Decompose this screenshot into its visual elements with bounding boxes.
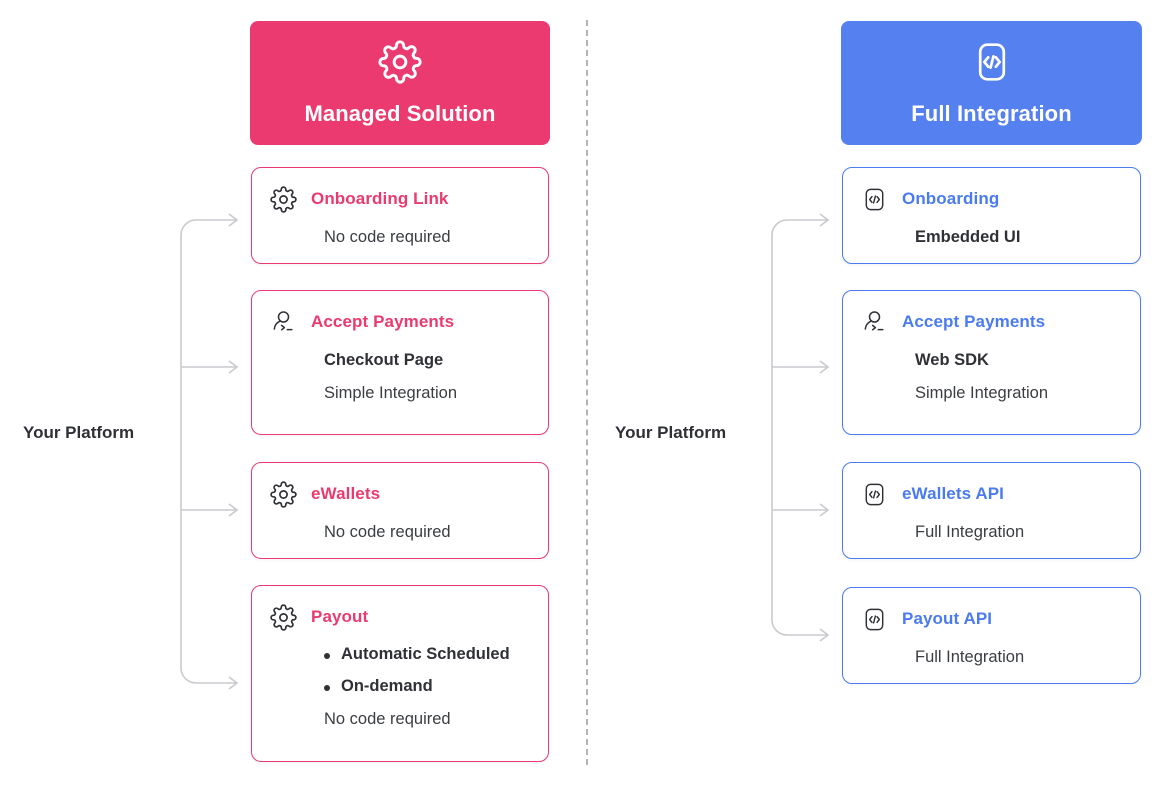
managed-solution-header[interactable]: Managed Solution <box>250 21 550 145</box>
your-platform-label-left: Your Platform <box>23 423 135 442</box>
card-payout-managed[interactable]: Payout Automatic Scheduled On-demand No … <box>251 585 549 762</box>
card-header: eWallets API <box>859 479 1122 509</box>
card-line: Embedded UI <box>915 228 1021 246</box>
card-accept-payments-full[interactable]: Accept Payments Web SDK Simple Integrati… <box>842 290 1141 435</box>
card-title: Onboarding Link <box>311 189 449 208</box>
card-body: Web SDK Simple Integration <box>859 351 1122 403</box>
right-arrow-3 <box>819 503 830 517</box>
card-body: No code required <box>268 523 530 542</box>
full-integration-header[interactable]: Full Integration <box>841 21 1142 145</box>
left-arrow-2 <box>228 360 239 374</box>
card-onboarding-full[interactable]: Onboarding Embedded UI <box>842 167 1141 264</box>
card-title: Onboarding <box>902 189 1000 208</box>
right-arrow-2 <box>819 360 830 374</box>
card-header: Accept Payments <box>268 307 530 337</box>
card-header: Payout API <box>859 604 1122 634</box>
card-accept-payments-managed[interactable]: Accept Payments Checkout Page Simple Int… <box>251 290 549 435</box>
card-header: Accept Payments <box>859 307 1122 337</box>
code-icon <box>970 40 1014 89</box>
code-icon <box>859 604 889 634</box>
card-header: Onboarding <box>859 184 1122 214</box>
card-title: eWallets API <box>902 484 1004 503</box>
gear-icon <box>378 39 422 89</box>
gear-icon <box>268 479 298 509</box>
card-line: No code required <box>324 228 451 246</box>
card-line: Full Integration <box>915 648 1025 666</box>
gear-icon <box>268 602 298 632</box>
right-arrow-4 <box>819 628 830 642</box>
card-body: Embedded UI <box>859 228 1122 247</box>
gear-icon <box>268 184 298 214</box>
card-line: Simple Integration <box>324 384 457 402</box>
left-branch-1 <box>180 219 236 252</box>
your-platform-label-right: Your Platform <box>615 423 727 442</box>
list-item: On-demand <box>324 677 530 696</box>
card-onboarding-link[interactable]: Onboarding Link No code required <box>251 167 549 264</box>
left-arrow-1 <box>228 213 239 227</box>
card-body: No code required <box>268 228 530 247</box>
card-title: Payout API <box>902 609 993 628</box>
user-terminal-icon <box>859 307 889 337</box>
card-title: Payout <box>311 607 369 626</box>
list-item: Automatic Scheduled <box>324 645 530 664</box>
card-line: Simple Integration <box>915 384 1048 402</box>
managed-solution-title: Managed Solution <box>304 100 496 126</box>
full-integration-title: Full Integration <box>911 100 1072 126</box>
card-line: Checkout Page <box>324 351 444 369</box>
column-divider <box>586 20 588 765</box>
left-branch-4 <box>180 660 236 684</box>
left-arrow-3 <box>228 503 239 517</box>
card-header: eWallets <box>268 479 530 509</box>
card-title: eWallets <box>311 484 381 503</box>
code-icon <box>859 184 889 214</box>
card-ewallets-api[interactable]: eWallets API Full Integration <box>842 462 1141 559</box>
card-header: Payout <box>268 602 530 632</box>
card-body: Full Integration <box>859 523 1122 542</box>
right-branch-1 <box>771 219 827 252</box>
card-line: Web SDK <box>915 351 989 369</box>
card-ewallets-managed[interactable]: eWallets No code required <box>251 462 549 559</box>
card-payout-api[interactable]: Payout API Full Integration <box>842 587 1141 684</box>
right-branch-4 <box>771 610 827 636</box>
card-header: Onboarding Link <box>268 184 530 214</box>
card-body: Full Integration <box>859 648 1122 667</box>
card-title: Accept Payments <box>311 312 455 331</box>
right-arrow-1 <box>819 213 830 227</box>
card-line: No code required <box>324 710 451 728</box>
card-title: Accept Payments <box>902 312 1046 331</box>
card-body: Checkout Page Simple Integration <box>268 351 530 403</box>
code-icon <box>859 479 889 509</box>
bullet-list: Automatic Scheduled On-demand <box>324 645 530 696</box>
left-arrow-4 <box>228 676 239 690</box>
card-line: Full Integration <box>915 523 1025 541</box>
card-line: No code required <box>324 523 451 541</box>
user-terminal-icon <box>268 307 298 337</box>
card-body: Automatic Scheduled On-demand No code re… <box>268 645 530 729</box>
